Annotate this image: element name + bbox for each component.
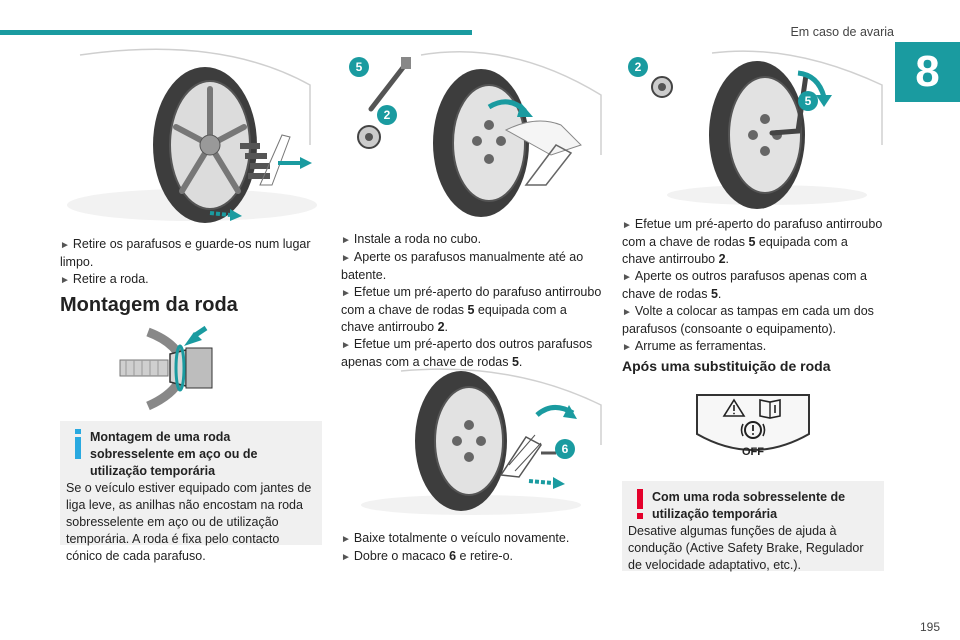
ref-number: 5 xyxy=(710,287,718,301)
step-text: Efetue um pré-aperto dos outros parafuso… xyxy=(341,337,593,369)
callout-label: 6 xyxy=(562,442,569,456)
warning-note: Com uma roda sobresselente de utilização… xyxy=(622,481,884,572)
step-text: Retire os parafusos e guarde-os num luga… xyxy=(60,237,311,269)
callout-label: 5 xyxy=(805,94,812,108)
step-text: . xyxy=(725,252,730,266)
step-text: Volte a colocar as tampas em cada um dos… xyxy=(622,304,874,336)
step-text: Instale a roda no cubo. xyxy=(353,232,482,246)
bullet-triangle-icon: ► xyxy=(622,272,632,283)
driving-aids-off-panel: OFF xyxy=(696,394,810,462)
wheel-mounting-illustration: 5 2 xyxy=(341,45,603,225)
bullet-triangle-icon: ► xyxy=(341,552,351,563)
bullet-triangle-icon: ► xyxy=(622,220,632,231)
info-icon xyxy=(66,429,90,459)
subsection-title: Após uma substituição de roda xyxy=(622,358,831,374)
bullet-triangle-icon: ► xyxy=(341,340,351,351)
step-text: Retire a roda. xyxy=(72,272,149,286)
col2-steps-b: ►Baixe totalmente o veículo novamente. ►… xyxy=(341,530,603,566)
ref-number: 6 xyxy=(449,549,457,563)
col3-steps: ►Efetue um pré-aperto do parafuso antirr… xyxy=(622,216,884,356)
ref-number: 2 xyxy=(718,252,726,266)
step-text: Dobre o macaco xyxy=(353,549,450,563)
col1-steps: ►Retire os parafusos e guarde-os num lug… xyxy=(60,236,322,289)
step-text: Aperte os outros parafusos apenas com a … xyxy=(622,269,867,301)
bullet-triangle-icon: ► xyxy=(341,235,351,246)
chapter-number-badge: 8 xyxy=(895,42,960,102)
warning-exclamation-icon xyxy=(628,489,652,519)
step-text: . xyxy=(518,355,523,369)
chapter-title: Em caso de avaria xyxy=(790,25,894,39)
step-text: Efetue um pré-aperto do parafuso antirro… xyxy=(622,217,883,249)
page-number: 195 xyxy=(919,620,940,634)
ref-number: 5 xyxy=(467,303,475,317)
info-note: Montagem de uma roda sobresselente em aç… xyxy=(60,421,322,563)
note-body: Se o veículo estiver equipado com jantes… xyxy=(66,481,312,563)
ref-number: 2 xyxy=(437,320,445,334)
step-text: equipada com a chave antirroubo xyxy=(341,303,567,334)
bullet-triangle-icon: ► xyxy=(341,534,351,545)
bullet-triangle-icon: ► xyxy=(622,307,632,318)
col2-steps-a: ►Instale a roda no cubo. ►Aperte os para… xyxy=(341,231,603,371)
callout-label: 2 xyxy=(635,60,642,74)
ref-number: 5 xyxy=(748,235,756,249)
step-text: Aperte os parafusos manualmente até ao b… xyxy=(341,250,584,282)
brake-assist-icon xyxy=(740,421,766,439)
off-button-label: OFF xyxy=(742,446,764,458)
bullet-triangle-icon: ► xyxy=(622,342,632,353)
callout-label: 2 xyxy=(384,108,391,122)
ref-number: 5 xyxy=(511,355,519,369)
note-title: Com uma roda sobresselente de utilização… xyxy=(652,490,846,521)
wheel-bolt-illustration xyxy=(110,322,240,414)
warning-triangle-icon xyxy=(722,398,746,417)
note-body: Desative algumas funções de ajuda à cond… xyxy=(628,524,864,572)
step-text: Baixe totalmente o veículo novamente. xyxy=(353,531,570,545)
wheel-tightening-illustration: 2 5 xyxy=(622,45,884,210)
manual-book-icon xyxy=(759,399,781,419)
header-accent-bar xyxy=(0,30,472,35)
step-text: Efetue um pré-aperto do parafuso antirro… xyxy=(341,285,602,317)
wheel-removal-illustration xyxy=(60,45,322,225)
step-text: . xyxy=(717,287,722,301)
step-text: . xyxy=(444,320,449,334)
note-title: Montagem de uma roda sobresselente em aç… xyxy=(90,430,258,478)
callout-label: 5 xyxy=(356,60,363,74)
section-title: Montagem da roda xyxy=(60,294,238,316)
step-text: equipada com a chave antirroubo xyxy=(622,235,848,266)
jack-lowering-illustration: 6 xyxy=(341,365,603,515)
step-text: e retire-o. xyxy=(456,549,514,563)
bullet-triangle-icon: ► xyxy=(60,240,70,251)
bullet-triangle-icon: ► xyxy=(341,253,351,264)
bullet-triangle-icon: ► xyxy=(341,288,351,299)
step-text: Arrume as ferramentas. xyxy=(634,339,767,353)
bullet-triangle-icon: ► xyxy=(60,275,70,286)
